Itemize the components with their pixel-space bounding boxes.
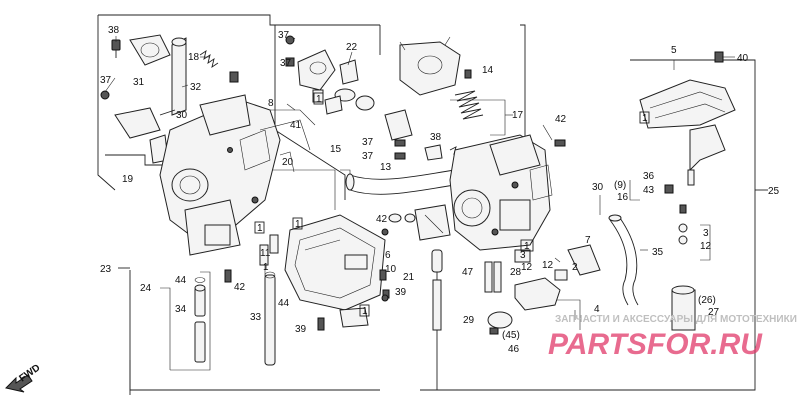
left-lower-parts: [194, 234, 325, 366]
callout-labels: 38 37 31 18 32 30 19 37 37 22 8 41 15 20…: [100, 25, 780, 355]
callout-17: 17: [512, 110, 524, 121]
callout-47: 47: [462, 267, 474, 278]
callout-27: 27: [708, 307, 720, 318]
callout-40: 40: [737, 53, 749, 64]
callout-46: 46: [508, 344, 520, 355]
callout-37: 37: [280, 58, 292, 69]
callout-34: 34: [175, 304, 187, 315]
callout-3: 3: [520, 250, 526, 261]
tube-13: [345, 169, 456, 195]
callout-9: (9): [614, 180, 626, 191]
callout-19: 19: [122, 174, 134, 185]
callout-30: 30: [176, 110, 188, 121]
callout-37: 37: [100, 75, 112, 86]
center-upper-parts: [384, 36, 484, 161]
callout-1: 1: [642, 113, 648, 124]
callout-1: 1: [524, 241, 530, 252]
callout-31: 31: [133, 77, 145, 88]
callout-32: 32: [190, 82, 202, 93]
callout-1: 1: [362, 306, 368, 317]
callout-15: 15: [330, 144, 342, 155]
fwd-indicator: FWD: [5, 362, 42, 393]
callout-10: 10: [385, 264, 397, 275]
callout-37: 37: [278, 30, 290, 41]
callout-37: 37: [362, 151, 374, 162]
callout-28: 28: [510, 267, 522, 278]
callout-13: 13: [380, 162, 392, 173]
leader-lines: [104, 36, 735, 320]
callout-43: 43: [643, 185, 655, 196]
callout-6: 6: [385, 250, 391, 261]
callout-14: 14: [482, 65, 494, 76]
top-cap-assembly: [285, 35, 375, 115]
left-top-parts: [100, 34, 239, 164]
callout-33: 33: [250, 312, 262, 323]
callout-1: 1: [295, 219, 301, 230]
center-lower-parts: [381, 204, 451, 390]
callout-30: 30: [592, 182, 604, 193]
callout-1: 1: [257, 223, 263, 234]
callout-3: 3: [703, 228, 709, 239]
callout-8: 8: [268, 98, 274, 109]
callout-36: 36: [643, 171, 655, 182]
callout-12: 12: [542, 260, 554, 271]
callout-37: 37: [362, 137, 374, 148]
callout-1: 1: [316, 94, 322, 105]
float-bowl: [284, 214, 390, 328]
callout-38: 38: [108, 25, 120, 36]
callout-45: (45): [502, 330, 520, 341]
callout-11: 11: [260, 248, 271, 259]
callout-42: 42: [376, 214, 388, 225]
callout-1: 1: [263, 262, 269, 273]
callout-12: 12: [521, 262, 533, 273]
left-carburetor-body: [159, 94, 311, 256]
callout-39: 39: [295, 324, 307, 335]
callout-39: 39: [395, 287, 407, 298]
callout-38: 38: [430, 132, 442, 143]
callout-5: 5: [671, 45, 677, 56]
callout-44: 44: [175, 275, 187, 286]
watermark-text: ЗАПЧАСТИ И АКСЕССУАРЫ ДЛЯ МОТОТЕХНИКИ: [555, 314, 797, 325]
callout-4: 4: [594, 304, 600, 315]
callout-24: 24: [140, 283, 152, 294]
callout-7: 7: [585, 235, 591, 246]
watermark: ЗАПЧАСТИ И АКСЕССУАРЫ ДЛЯ МОТОТЕХНИКИ PA…: [548, 314, 797, 361]
callout-35: 35: [652, 247, 664, 258]
callout-20: 20: [282, 157, 294, 168]
right-upper-parts: [639, 51, 736, 245]
callout-26: (26): [698, 295, 716, 306]
assembly-frame: [97, 14, 768, 395]
watermark-logo: PARTSFOR.RU: [548, 328, 763, 361]
callout-25: 25: [768, 186, 780, 197]
callout-29: 29: [463, 315, 475, 326]
box-markers: [254, 92, 650, 317]
callout-21: 21: [403, 272, 415, 283]
callout-16: 16: [617, 192, 629, 203]
callout-12: 12: [700, 241, 712, 252]
callout-22: 22: [346, 42, 358, 53]
right-lower-parts: [484, 214, 696, 335]
right-carburetor-body: [449, 134, 566, 251]
callout-41: 41: [290, 120, 302, 131]
callout-42: 42: [234, 282, 246, 293]
callout-44: 44: [278, 298, 290, 309]
fwd-arrow-icon: [5, 374, 33, 393]
callout-23: 23: [100, 264, 112, 275]
callout-2: 2: [572, 262, 578, 273]
callout-18: 18: [188, 52, 200, 63]
callout-42: 42: [555, 114, 567, 125]
